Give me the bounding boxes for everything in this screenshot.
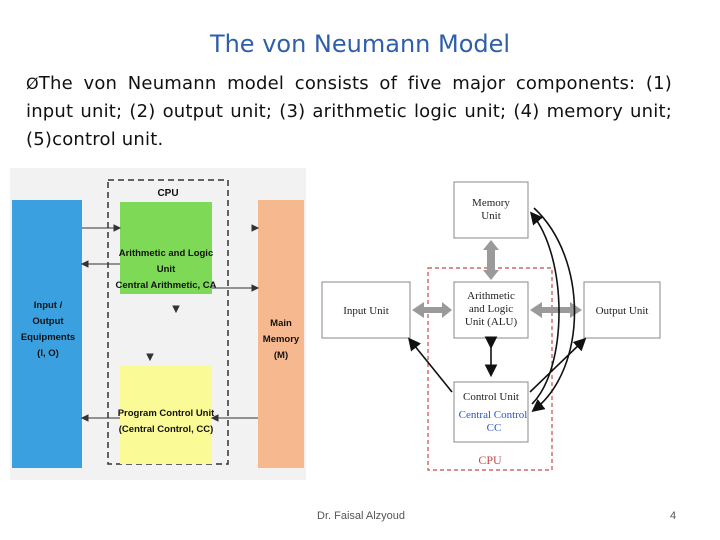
- arrow-head: [146, 353, 154, 362]
- io-label-line: Equipments: [21, 332, 75, 343]
- cpu-label: CPU: [157, 188, 178, 199]
- io-block: [12, 200, 82, 468]
- io-label-line: Output: [32, 316, 64, 327]
- arrow-head: [80, 260, 89, 268]
- io-label-line: Input /: [34, 300, 63, 311]
- output-unit-box: [583, 281, 661, 339]
- control-to-output-arrow: [529, 337, 587, 393]
- alu-label-line: Unit: [157, 264, 176, 275]
- arrow-head: [172, 305, 180, 314]
- control-unit-label: Control Unit: [463, 391, 519, 403]
- alu-box: [453, 281, 529, 339]
- memory-unit-label: Memory: [472, 197, 510, 209]
- control-unit-box: [453, 381, 529, 443]
- arrow-head: [113, 224, 122, 232]
- bullet-text: The von Neumann model consists of five m…: [26, 73, 672, 150]
- main-memory-block: [258, 200, 304, 468]
- io-label-line: (I, O): [37, 348, 59, 359]
- cpu-label: CPU: [478, 453, 502, 467]
- memory-label-line: Memory: [263, 334, 300, 345]
- memory-to-control-curve: [531, 207, 576, 412]
- control-to-memory-curve: [529, 211, 560, 405]
- control-to-input-arrow: [407, 337, 453, 393]
- alu-label: and Logic: [469, 303, 513, 315]
- footer-author: Dr. Faisal Alzyoud: [317, 510, 406, 522]
- bullet-paragraph: ØThe von Neumann model consists of five …: [26, 70, 672, 154]
- memory-unit-label: Unit: [481, 210, 501, 222]
- page-number: 4: [670, 510, 677, 522]
- alu-to-output-arrow: [530, 302, 582, 318]
- alu-label-line: Central Arithmetic, CA: [116, 280, 217, 291]
- input-unit-box: [321, 281, 411, 339]
- alu-label-line: Arithmetic and Logic: [119, 248, 213, 259]
- memory-alu-double-arrow: [483, 240, 499, 280]
- memory-label-line: Main: [270, 318, 292, 329]
- memory-unit-box: [453, 181, 529, 239]
- arrow-head: [210, 414, 219, 422]
- arrow-head: [80, 414, 89, 422]
- central-control-label: CC: [487, 422, 502, 434]
- input-to-alu-arrow: [412, 302, 452, 318]
- input-unit-label: Input Unit: [343, 305, 389, 317]
- arrow-head: [251, 284, 260, 292]
- alu-label: Unit (ALU): [465, 316, 518, 328]
- left-computer-diagram: CPU Input / Output Equipments (I, O) Ari…: [10, 168, 306, 480]
- alu-label: Arithmetic: [467, 290, 515, 302]
- slide-title: The von Neumann Model: [209, 30, 511, 58]
- control-block: [120, 366, 212, 464]
- output-unit-label: Output Unit: [596, 305, 649, 317]
- central-control-label: Central Control: [459, 409, 528, 421]
- control-label-line: Program Control Unit: [118, 408, 215, 419]
- control-label-line: (Central Control, CC): [119, 424, 213, 435]
- memory-label-line: (M): [274, 350, 288, 361]
- arrow-head: [251, 224, 260, 232]
- alu-block: [120, 202, 212, 294]
- bullet-marker: Ø: [26, 74, 39, 93]
- right-von-neumann-diagram: Memory Unit Input Unit Arithmetic and Lo…: [321, 181, 661, 471]
